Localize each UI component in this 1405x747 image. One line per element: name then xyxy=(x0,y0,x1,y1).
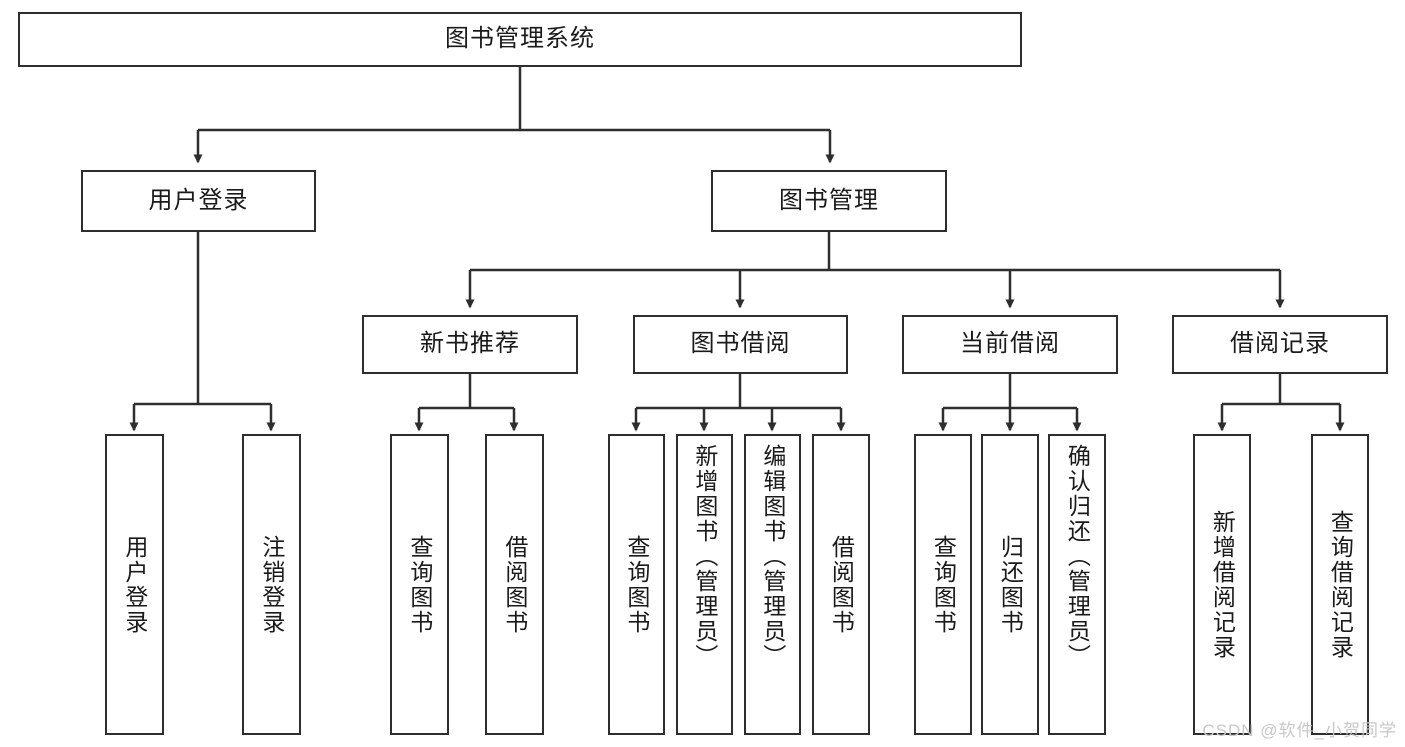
leaf-new-book-borrow[interactable]: 借阅图书 xyxy=(485,434,544,735)
leaf-borrow-query-book[interactable]: 查询图书 xyxy=(608,434,665,735)
watermark: CSDN @软件_小贺同学 xyxy=(1202,721,1397,740)
node-book-borrow-label: 图书借阅 xyxy=(690,330,791,358)
leaf-label: 借阅图书 xyxy=(501,534,528,635)
leaf-borrow-edit-book[interactable]: 编辑图书（管理员） xyxy=(744,434,801,735)
node-book-borrow[interactable]: 图书借阅 xyxy=(633,315,848,374)
node-root-label: 图书管理系统 xyxy=(445,25,595,53)
leaf-label: 新增借阅记录 xyxy=(1209,509,1236,660)
leaf-label: 查询图书 xyxy=(406,534,433,635)
leaf-user-login-signout[interactable]: 注销登录 xyxy=(242,434,301,735)
leaf-label: 用户登录 xyxy=(121,534,148,635)
node-new-book-recommend-label: 新书推荐 xyxy=(420,330,520,358)
leaf-label: 注销登录 xyxy=(258,534,285,635)
node-borrow-record[interactable]: 借阅记录 xyxy=(1172,315,1388,374)
leaf-label: 编辑图书（管理员） xyxy=(759,444,786,669)
node-user-login-label: 用户登录 xyxy=(148,186,249,214)
leaf-label: 归还图书 xyxy=(997,534,1024,635)
node-current-borrow[interactable]: 当前借阅 xyxy=(902,315,1118,374)
leaf-current-query-book[interactable]: 查询图书 xyxy=(914,434,972,735)
node-new-book-recommend[interactable]: 新书推荐 xyxy=(362,315,578,374)
node-user-login[interactable]: 用户登录 xyxy=(81,170,316,232)
leaf-label: 查询图书 xyxy=(623,534,650,635)
leaf-borrow-borrow-book[interactable]: 借阅图书 xyxy=(812,434,870,735)
node-borrow-record-label: 借阅记录 xyxy=(1230,330,1330,358)
leaf-current-confirm-return[interactable]: 确认归还（管理员） xyxy=(1048,434,1106,735)
leaf-new-book-query[interactable]: 查询图书 xyxy=(390,434,449,735)
leaf-record-query[interactable]: 查询借阅记录 xyxy=(1311,434,1369,735)
node-root[interactable]: 图书管理系统 xyxy=(18,12,1022,67)
leaf-borrow-add-book[interactable]: 新增图书（管理员） xyxy=(676,434,733,735)
leaf-record-add[interactable]: 新增借阅记录 xyxy=(1193,434,1251,735)
leaf-user-login-signin[interactable]: 用户登录 xyxy=(105,434,164,735)
leaf-label: 查询图书 xyxy=(930,534,957,635)
leaf-current-return-book[interactable]: 归还图书 xyxy=(981,434,1039,735)
leaf-label: 查询借阅记录 xyxy=(1327,509,1354,660)
node-current-borrow-label: 当前借阅 xyxy=(960,330,1060,358)
node-book-management-label: 图书管理 xyxy=(779,186,879,214)
leaf-label: 借阅图书 xyxy=(828,534,855,635)
leaf-label: 确认归还（管理员） xyxy=(1064,444,1091,669)
node-book-management[interactable]: 图书管理 xyxy=(711,170,947,232)
leaf-label: 新增图书（管理员） xyxy=(691,444,718,669)
